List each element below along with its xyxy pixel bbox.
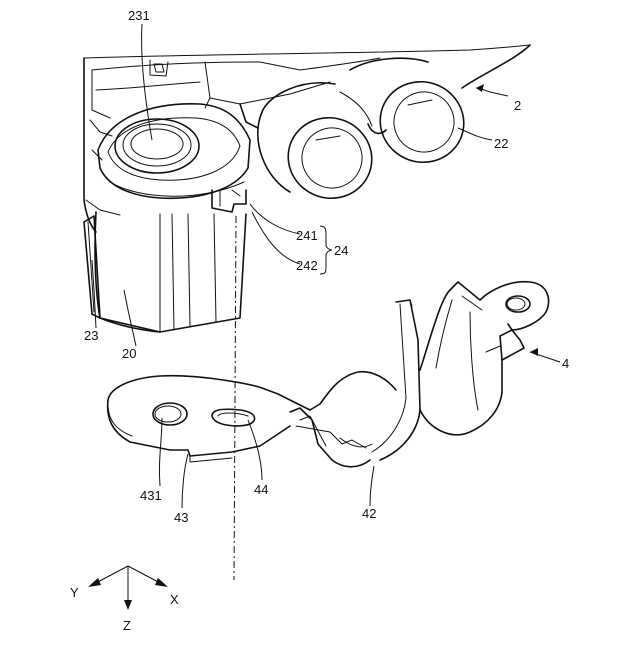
- centerline: [234, 216, 236, 580]
- label-23: 23: [84, 328, 98, 343]
- label-20: 20: [122, 346, 136, 361]
- axes-triad: Y X Z: [70, 566, 179, 633]
- axis-y-label: Y: [70, 585, 79, 600]
- arrowhead-4: [530, 348, 538, 356]
- label-231: 231: [128, 8, 150, 23]
- cup-22: [258, 58, 475, 210]
- label-431: 431: [140, 488, 162, 503]
- label-241: 241: [296, 228, 318, 243]
- button-cap: [98, 104, 250, 198]
- label-2: 2: [514, 98, 521, 113]
- label-4: 4: [562, 356, 569, 371]
- leader-lines: [92, 24, 560, 508]
- arrowhead-2: [476, 84, 484, 92]
- housing: [84, 45, 530, 232]
- label-24: 24: [334, 243, 348, 258]
- axis-z-label: Z: [123, 618, 131, 633]
- body-20: [84, 190, 246, 332]
- label-42: 42: [362, 506, 376, 521]
- label-43: 43: [174, 510, 188, 525]
- axis-x-label: X: [170, 592, 179, 607]
- label-44: 44: [254, 482, 268, 497]
- label-22: 22: [494, 136, 508, 151]
- label-242: 242: [296, 258, 318, 273]
